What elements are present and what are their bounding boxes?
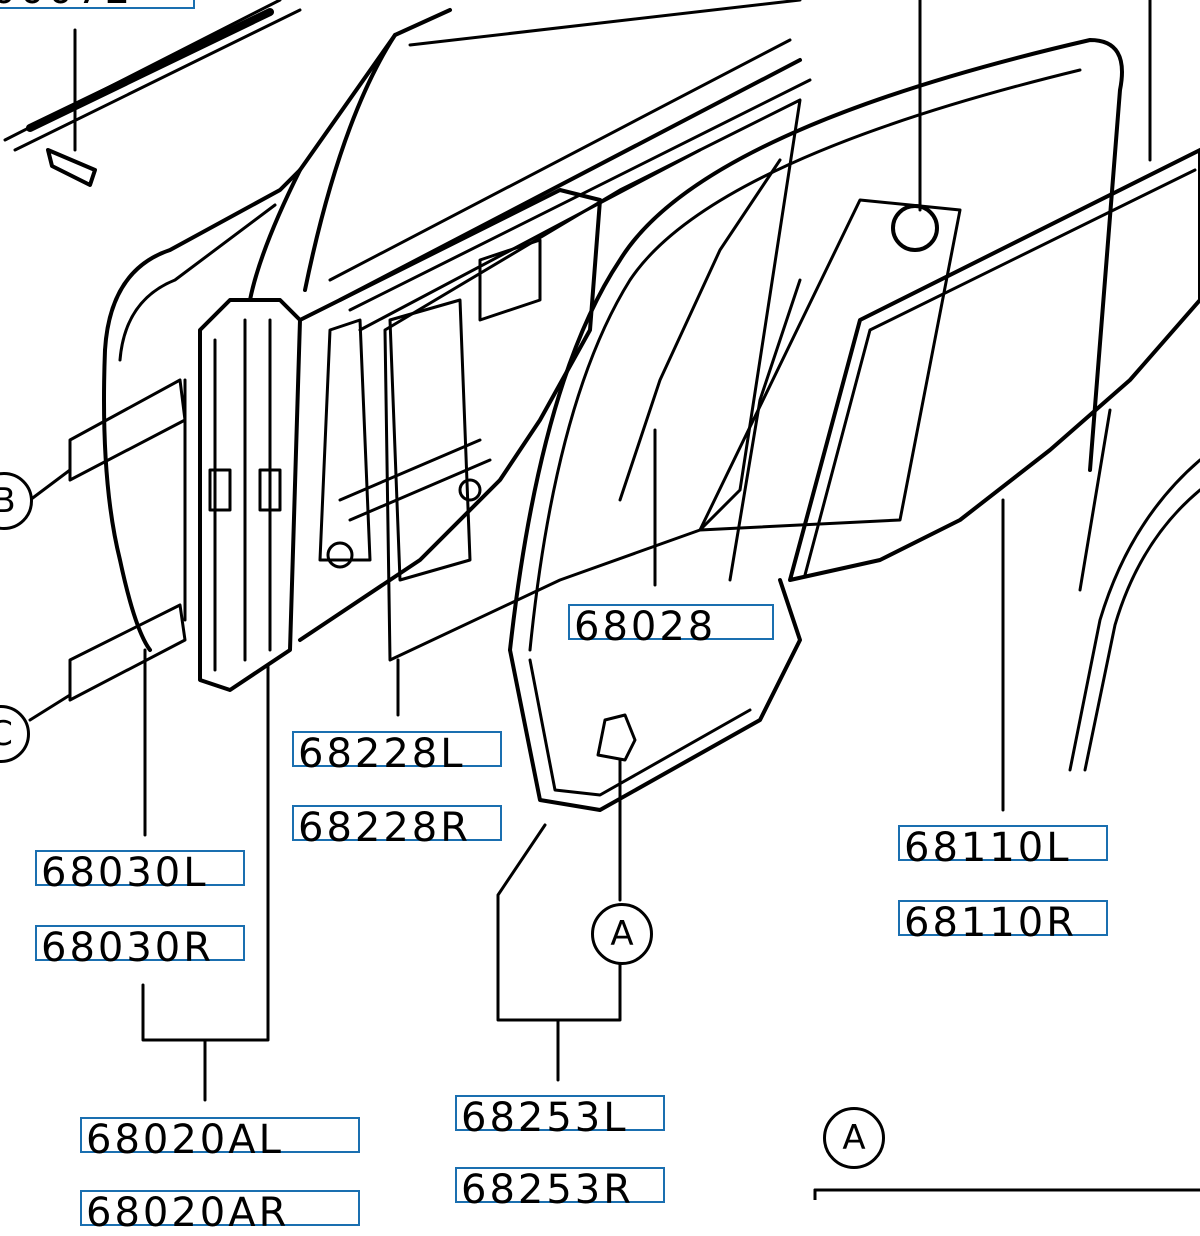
door-shell (102, 0, 812, 652)
leader-lines (141, 428, 1005, 1102)
hinge-straps (28, 378, 187, 722)
part-number-68228R[interactable]: 68228R (292, 805, 502, 849)
marker-a-main: A (591, 903, 653, 965)
detail-frame (813, 1188, 1200, 1200)
part-number-68110R[interactable]: 68110R (898, 900, 1108, 944)
part-number-68028[interactable]: 68028 (568, 604, 774, 648)
hinge-pillar (183, 298, 302, 692)
part-number-68020AL[interactable]: 68020AL (80, 1117, 360, 1161)
inner-panel (298, 188, 602, 642)
seal-clip (596, 713, 637, 902)
part-number-68110L[interactable]: 68110L (898, 825, 1108, 869)
clip (891, 0, 939, 252)
part-number-68253R[interactable]: 68253R (455, 1167, 665, 1211)
part-number-68030L[interactable]: 68030L (35, 850, 245, 894)
belt-molding-strip (3, 0, 302, 187)
sealing-panel (383, 98, 802, 662)
part-number-68228L[interactable]: 68228L (292, 731, 502, 775)
window-glass-run (508, 38, 1124, 812)
part-number-68253L[interactable]: 68253L (455, 1095, 665, 1139)
part-number-68020AR[interactable]: 68020AR (80, 1190, 360, 1234)
window-glass (788, 0, 1200, 772)
marker-a-detail: A (823, 1107, 885, 1169)
part-number-68030R[interactable]: 68030R (35, 925, 245, 969)
part-number-00072[interactable]: 00072 (0, 0, 195, 10)
door-parts-diagram (3, 0, 1200, 1200)
